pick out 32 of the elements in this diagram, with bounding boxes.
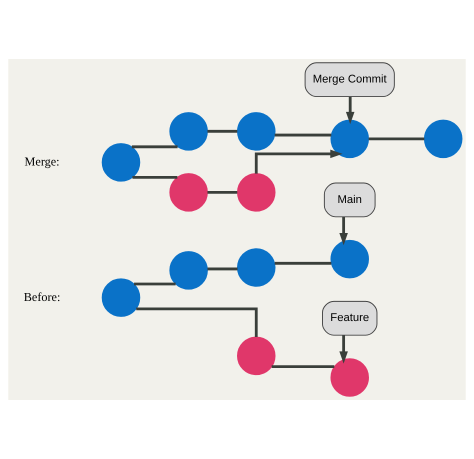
node-circle <box>237 173 276 212</box>
node-circle <box>169 251 208 290</box>
arrow <box>339 335 348 364</box>
node-circle <box>237 248 276 287</box>
connector <box>207 268 238 270</box>
node-box: Merge Commit <box>304 62 395 98</box>
connector <box>136 307 258 338</box>
node-box: Feature <box>322 300 378 336</box>
connector <box>132 145 178 148</box>
connector <box>368 137 424 140</box>
connector <box>274 262 332 265</box>
connector <box>207 190 238 194</box>
node-circle <box>330 358 369 397</box>
node-box: Main <box>324 182 376 218</box>
node-circle <box>237 336 276 376</box>
node-circle <box>102 143 140 182</box>
node-circle <box>330 240 369 278</box>
node-circle <box>102 278 140 317</box>
arrow <box>346 96 354 124</box>
label: Before: <box>24 290 60 304</box>
connector <box>274 134 332 136</box>
node-circle <box>169 112 208 151</box>
node-circle <box>169 173 208 212</box>
connector <box>132 176 178 179</box>
connector <box>207 130 238 133</box>
arrow <box>254 150 343 174</box>
connector <box>134 282 176 286</box>
connector <box>272 365 334 368</box>
arrow <box>339 217 348 246</box>
node-circle <box>237 112 276 151</box>
node-circle <box>424 120 462 158</box>
label: Merge: <box>24 154 60 169</box>
